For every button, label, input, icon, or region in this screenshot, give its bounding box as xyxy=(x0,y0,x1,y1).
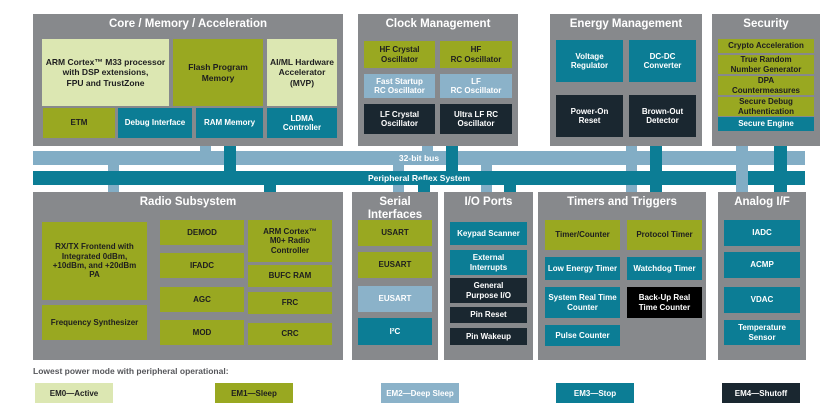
box-iadc: IADC xyxy=(724,220,800,246)
legend-em0-active: EM0—Active xyxy=(35,383,113,403)
box-crc: CRC xyxy=(248,323,332,345)
box-system-rtc: System Real Time Counter xyxy=(545,287,620,318)
block-clock: Clock Management HF Crystal Oscillator H… xyxy=(358,14,518,146)
box-hf-rc-osc: HF RC Oscillator xyxy=(440,41,512,68)
box-voltage-regulator: Voltage Regulator xyxy=(556,40,623,82)
box-general-purpose-io: General Purpose I/O xyxy=(450,278,527,303)
box-lf-rc-osc: LF RC Oscillator xyxy=(440,74,512,98)
box-dpa-countermeasures: DPA Countermeasures xyxy=(718,76,814,95)
box-frequency-synthesizer: Frequency Synthesizer xyxy=(42,305,147,340)
block-core-title: Core / Memory / Acceleration xyxy=(108,18,268,30)
box-keypad-scanner: Keypad Scanner xyxy=(450,222,527,245)
box-backup-rtc: Back-Up Real Time Counter xyxy=(627,287,702,318)
box-hf-crystal-osc: HF Crystal Oscillator xyxy=(364,41,435,68)
bus-connector xyxy=(504,180,516,193)
block-energy-title: Energy Management xyxy=(569,18,683,30)
block-analog-title: Analog I/F xyxy=(734,196,790,208)
bus-connector xyxy=(626,145,637,193)
box-external-interrupts: External Interrupts xyxy=(450,250,527,275)
box-aiml-accelerator: AI/ML Hardware Accelerator (MVP) xyxy=(267,39,337,106)
block-timers-title: Timers and Triggers xyxy=(567,196,677,208)
bus-connector xyxy=(774,145,787,193)
box-lf-crystal-osc: LF Crystal Oscillator xyxy=(364,104,435,134)
block-serial-title: Serial Interfaces xyxy=(367,196,423,221)
legend-em3-stop: EM3—Stop xyxy=(556,383,634,403)
block-analog: Analog I/F IADC ACMP VDAC Temperature Se… xyxy=(718,192,806,360)
box-arm-cortex-m33: ARM Cortex™ M33 processor with DSP exten… xyxy=(42,39,169,106)
bus-connector xyxy=(650,145,662,193)
block-io-title: I/O Ports xyxy=(464,196,513,208)
box-i2c: I²C xyxy=(358,318,432,345)
bus-peripheral-reflex: Peripheral Reflex System xyxy=(33,171,805,185)
box-bufc-ram: BUFC RAM xyxy=(248,265,332,287)
box-flash-memory: Flash Program Memory xyxy=(173,39,263,106)
legend-em4-shutoff: EM4—Shutoff xyxy=(722,383,800,403)
box-power-on-reset: Power-On Reset xyxy=(556,95,623,137)
legend-em1-sleep: EM1—Sleep xyxy=(215,383,293,403)
box-protocol-timer: Protocol Timer xyxy=(627,220,702,250)
box-etm: ETM xyxy=(43,108,115,138)
box-mod: MOD xyxy=(160,320,244,345)
block-clock-title: Clock Management xyxy=(385,18,491,30)
block-security-title: Security xyxy=(743,18,789,30)
box-crypto-acceleration: Crypto Acceleration xyxy=(718,39,814,53)
bus-connector xyxy=(418,180,430,193)
bus-connector xyxy=(264,180,276,193)
box-ultra-lf-rc-osc: Ultra LF RC Oscillator xyxy=(440,104,512,134)
block-energy: Energy Management Voltage Regulator DC-D… xyxy=(550,14,702,146)
block-serial: Serial Interfaces USART EUSART EUSART I²… xyxy=(352,192,438,360)
bus-connector xyxy=(736,145,748,193)
box-brown-out-detector: Brown-Out Detector xyxy=(629,95,696,137)
box-ldma-controller: LDMA Controller xyxy=(267,108,337,138)
bus-32bit-label: 32-bit bus xyxy=(398,153,440,163)
box-arm-cortex-m0: ARM Cortex™ M0+ Radio Controller xyxy=(248,220,332,262)
box-true-random-generator: True Random Number Generator xyxy=(718,55,814,74)
box-eusart-1: EUSART xyxy=(358,252,432,278)
box-timer-counter: Timer/Counter xyxy=(545,220,620,250)
legend-title: Lowest power mode with peripheral operat… xyxy=(33,366,229,376)
box-agc: AGC xyxy=(160,287,244,312)
box-demod: DEMOD xyxy=(160,220,244,245)
box-acmp: ACMP xyxy=(724,252,800,278)
box-temperature-sensor: Temperature Sensor xyxy=(724,320,800,345)
bus-32bit: 32-bit bus xyxy=(33,151,805,165)
box-ifadc: IFADC xyxy=(160,253,244,278)
box-dcdc-converter: DC-DC Converter xyxy=(629,40,696,82)
block-security: Security Crypto Acceleration True Random… xyxy=(712,14,820,146)
box-pulse-counter: Pulse Counter xyxy=(545,325,620,346)
box-rxtx-frontend: RX/TX Frontend with Integrated 0dBm, +10… xyxy=(42,222,147,300)
box-eusart-2: EUSART xyxy=(358,286,432,312)
bus-prs-label: Peripheral Reflex System xyxy=(367,173,471,183)
block-timers: Timers and Triggers Timer/Counter Protoc… xyxy=(538,192,706,360)
box-pin-reset: Pin Reset xyxy=(450,307,527,323)
block-radio-title: Radio Subsystem xyxy=(139,196,237,208)
legend-em2-deep-sleep: EM2—Deep Sleep xyxy=(381,383,459,403)
block-io-ports: I/O Ports Keypad Scanner External Interr… xyxy=(444,192,533,360)
box-usart: USART xyxy=(358,220,432,246)
box-frc: FRC xyxy=(248,292,332,314)
box-secure-engine: Secure Engine xyxy=(718,117,814,131)
box-low-energy-timer: Low Energy Timer xyxy=(545,257,620,280)
box-fast-startup-rc-osc: Fast Startup RC Oscillator xyxy=(364,74,435,98)
block-core: Core / Memory / Acceleration ARM Cortex™… xyxy=(33,14,343,146)
block-radio: Radio Subsystem RX/TX Frontend with Inte… xyxy=(33,192,343,360)
box-debug-interface: Debug Interface xyxy=(118,108,192,138)
box-secure-debug-auth: Secure Debug Authentication xyxy=(718,97,814,116)
box-ram-memory: RAM Memory xyxy=(196,108,263,138)
box-watchdog-timer: Watchdog Timer xyxy=(627,257,702,280)
box-pin-wakeup: Pin Wakeup xyxy=(450,328,527,345)
box-vdac: VDAC xyxy=(724,287,800,313)
